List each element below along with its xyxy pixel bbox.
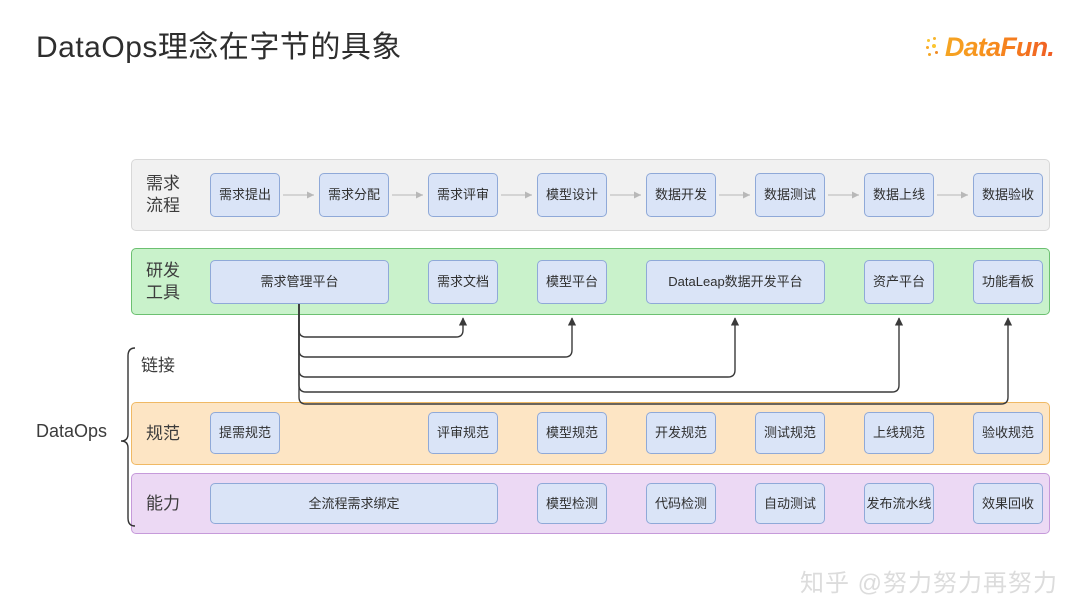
node-tools-5[interactable]: 功能看板	[973, 260, 1043, 304]
node-process-1[interactable]: 需求分配	[319, 173, 389, 217]
band-label-spec: 规范	[146, 423, 180, 443]
datafun-logo: DataFun.	[925, 30, 1055, 64]
band-label-process: 需求 流程	[146, 174, 180, 215]
band-label-capability: 能力	[146, 493, 180, 513]
node-tools-2[interactable]: 模型平台	[537, 260, 607, 304]
node-spec-1[interactable]: 评审规范	[428, 412, 498, 454]
node-process-6[interactable]: 数据上线	[864, 173, 934, 217]
node-tools-1[interactable]: 需求文档	[428, 260, 498, 304]
node-process-3[interactable]: 模型设计	[537, 173, 607, 217]
node-capability-1[interactable]: 模型检测	[537, 483, 607, 524]
node-capability-0[interactable]: 全流程需求绑定	[210, 483, 498, 524]
node-tools-4[interactable]: 资产平台	[864, 260, 934, 304]
node-process-2[interactable]: 需求评审	[428, 173, 498, 217]
link-row-label: 链接	[141, 356, 175, 375]
node-spec-6[interactable]: 验收规范	[973, 412, 1043, 454]
page-title: DataOps理念在字节的具象	[36, 31, 402, 64]
node-spec-2[interactable]: 模型规范	[537, 412, 607, 454]
node-tools-3[interactable]: DataLeap数据开发平台	[646, 260, 825, 304]
node-process-7[interactable]: 数据验收	[973, 173, 1043, 217]
node-spec-3[interactable]: 开发规范	[646, 412, 716, 454]
dataops-bracket-label: DataOps	[36, 421, 108, 441]
node-capability-4[interactable]: 发布流水线	[864, 483, 934, 524]
node-process-4[interactable]: 数据开发	[646, 173, 716, 217]
node-spec-5[interactable]: 上线规范	[864, 412, 934, 454]
node-spec-4[interactable]: 测试规范	[755, 412, 825, 454]
node-spec-0[interactable]: 提需规范	[210, 412, 280, 454]
node-process-0[interactable]: 需求提出	[210, 173, 280, 217]
node-capability-5[interactable]: 效果回收	[973, 483, 1043, 524]
datafun-dots-icon	[925, 36, 944, 58]
node-capability-3[interactable]: 自动测试	[755, 483, 825, 524]
datafun-logo-text: DataFun.	[944, 31, 1055, 62]
node-process-5[interactable]: 数据测试	[755, 173, 825, 217]
node-capability-2[interactable]: 代码检测	[646, 483, 716, 524]
node-tools-0[interactable]: 需求管理平台	[210, 260, 389, 304]
band-label-tools: 研发 工具	[146, 260, 180, 302]
watermark: 知乎 @努力努力再努力	[799, 570, 1058, 597]
